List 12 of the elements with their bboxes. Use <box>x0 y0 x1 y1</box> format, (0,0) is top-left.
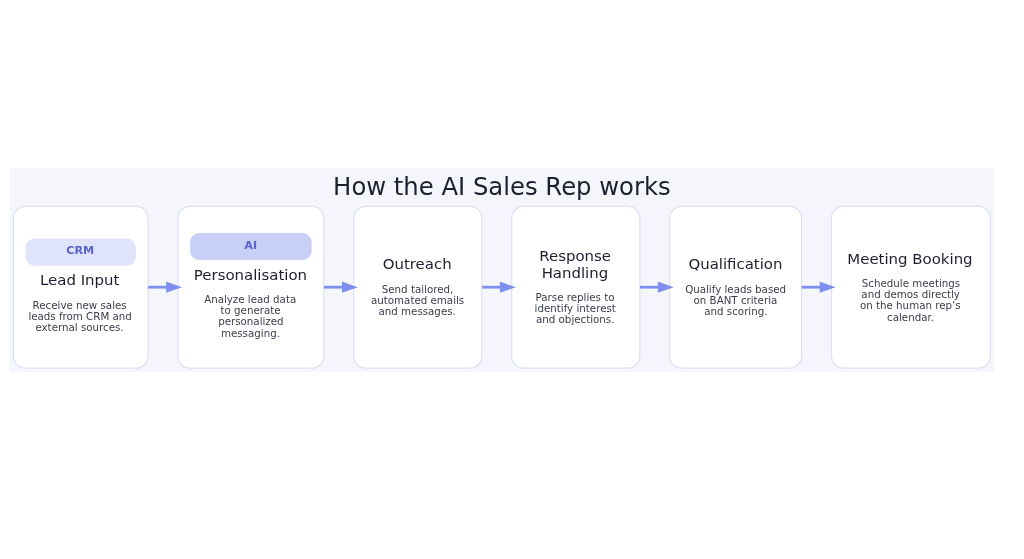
arrow <box>323 281 358 293</box>
diagram-title: How the AI Sales Rep works <box>333 171 671 201</box>
arrow <box>640 281 674 293</box>
arrow <box>482 281 516 293</box>
node-box: Qualification Qualify leads based on BANT criteria and scoring. <box>669 205 803 369</box>
node-box: CRM Lead Input Receive new sales leads from CRM and external sources. <box>12 205 149 369</box>
node-box: AI Personalisation Analyze lead data to generate personalized messaging. <box>177 205 325 369</box>
arrow <box>148 281 183 293</box>
node-box: Meeting Booking Schedule meetings and demos directly on the human rep’s calendar. <box>830 205 991 369</box>
node-box: Outreach Send tailored, automated emails and messages. <box>353 205 483 369</box>
node-box: Response Handling Parse replies to identify interest and objections. <box>511 205 641 369</box>
arrow <box>801 281 836 293</box>
